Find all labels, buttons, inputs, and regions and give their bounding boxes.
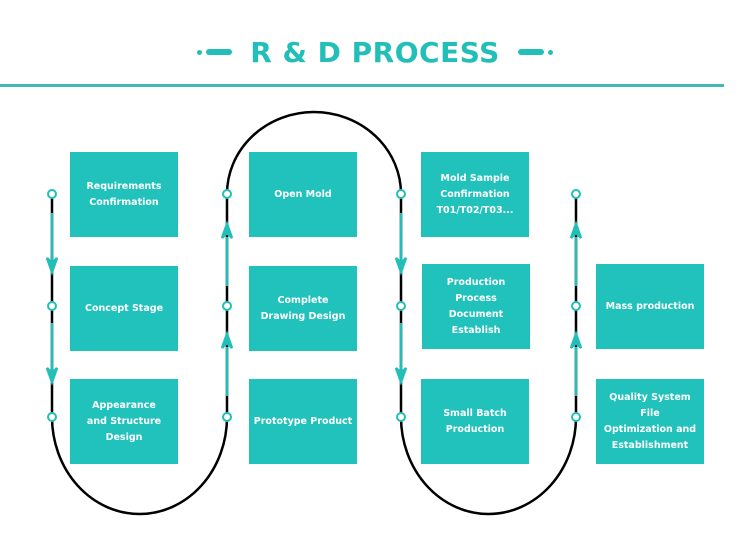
step-prototype-product: Prototype Product <box>249 379 357 464</box>
step-appearance-structure-design: Appearance and Structure Design <box>70 379 178 464</box>
step-production-process-document: Production Process Document Establish <box>422 264 530 349</box>
step-mass-production: Mass production <box>596 264 704 349</box>
node <box>222 301 232 311</box>
decoration-dash <box>206 49 233 55</box>
page-title: R & D PROCESS <box>250 35 500 69</box>
step-quality-system-file: Quality System File Optimization and Est… <box>596 379 704 464</box>
node <box>222 412 232 422</box>
arrow-down-icon <box>45 367 59 386</box>
step-concept-stage: Concept Stage <box>70 266 178 351</box>
arrow-down-icon <box>394 257 408 276</box>
decoration-dot <box>197 49 203 55</box>
arrow-down-icon <box>394 367 408 386</box>
flow-arrows <box>45 213 583 396</box>
node <box>571 412 581 422</box>
decoration-dot <box>547 49 553 55</box>
header-divider <box>0 84 724 87</box>
arrow-up-icon <box>220 220 234 239</box>
arrow-down-icon <box>45 257 59 276</box>
title-decoration-left <box>197 49 236 55</box>
decoration-dash <box>517 49 544 55</box>
node <box>47 301 57 311</box>
arrow-up-icon <box>220 330 234 349</box>
node <box>571 301 581 311</box>
node <box>396 301 406 311</box>
nodes <box>47 189 581 422</box>
arrow-up-icon <box>569 330 583 349</box>
step-complete-drawing-design: Complete Drawing Design <box>249 266 357 351</box>
step-open-mold: Open Mold <box>249 152 357 237</box>
header: R & D PROCESS <box>0 30 750 74</box>
step-small-batch-production: Small Batch Production <box>421 379 529 464</box>
step-mold-sample-confirmation: Mold Sample Confirmation T01/T02/T03... <box>421 152 529 237</box>
node <box>396 412 406 422</box>
node <box>47 412 57 422</box>
step-requirements-confirmation: Requirements Confirmation <box>70 152 178 237</box>
arrow-up-icon <box>569 220 583 239</box>
path-line <box>50 110 578 516</box>
node <box>571 189 581 199</box>
title-decoration-right <box>514 49 553 55</box>
node <box>222 189 232 199</box>
node <box>396 189 406 199</box>
node <box>47 189 57 199</box>
